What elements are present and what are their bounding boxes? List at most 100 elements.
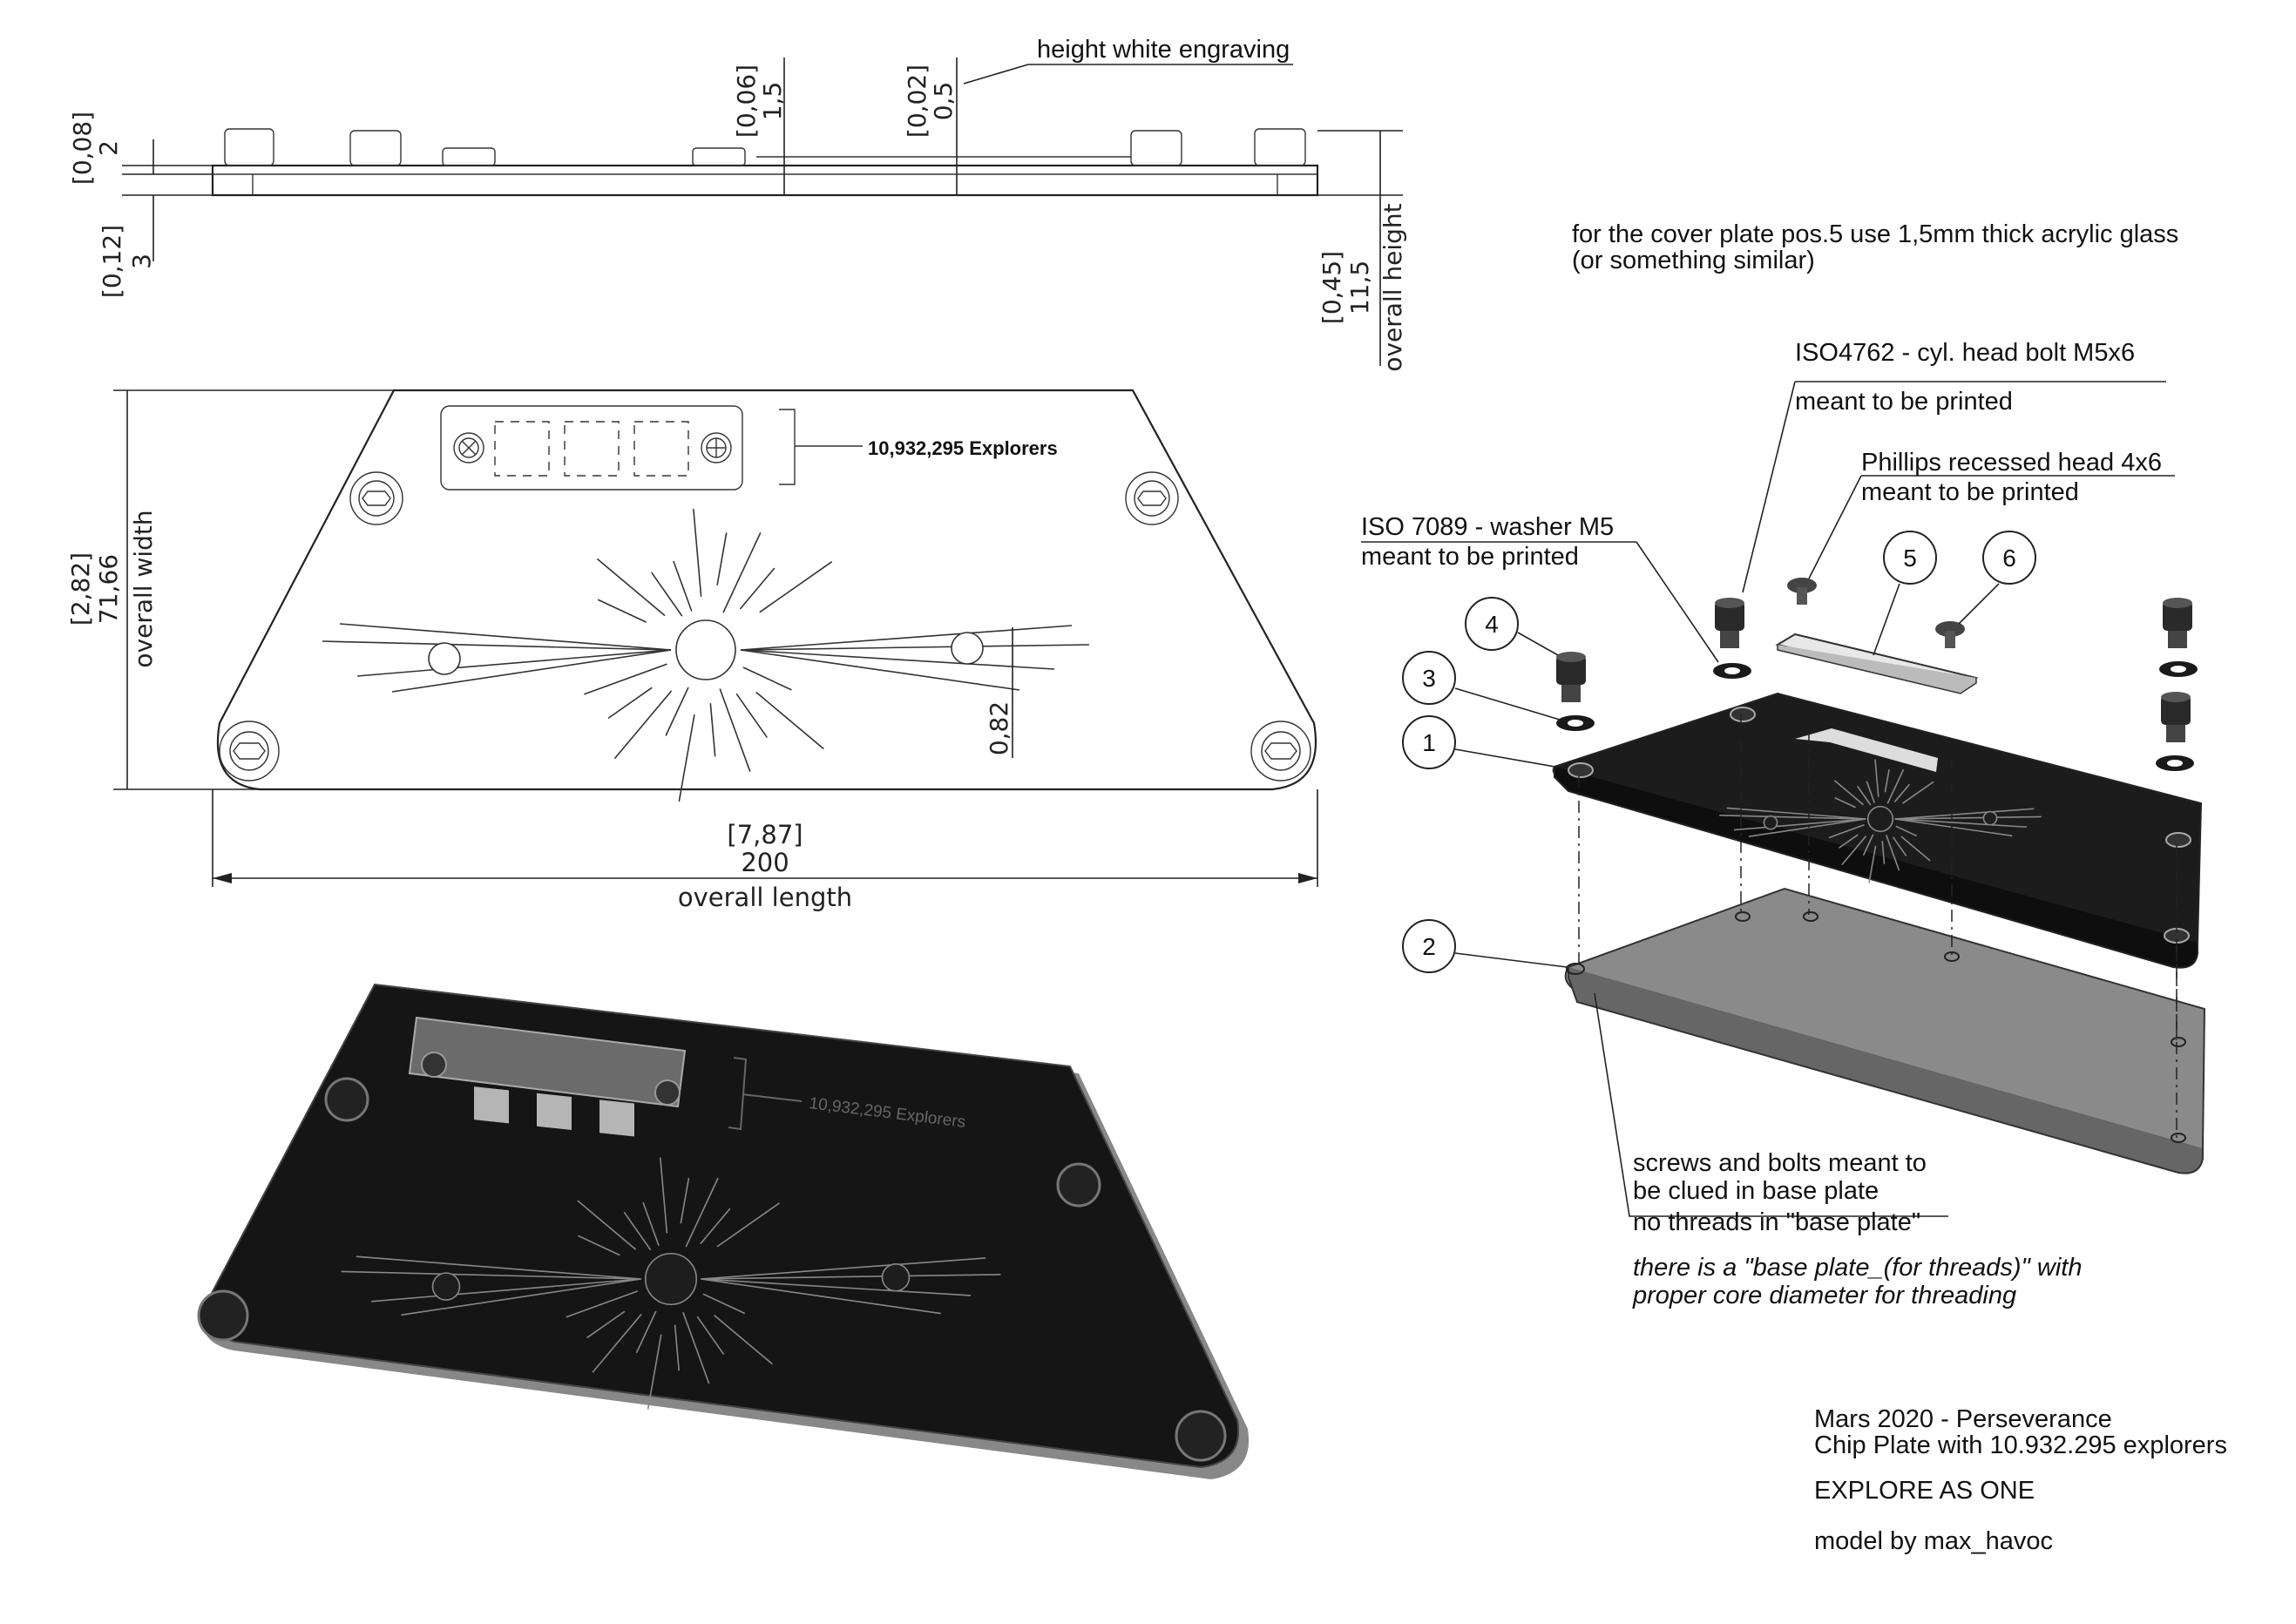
bolt-icon <box>1715 598 1744 648</box>
sun-center-circle <box>1866 805 1894 833</box>
note-phillips-1: Phillips recessed head 4x6 <box>1861 449 2162 477</box>
leader-phillips <box>1808 475 1862 579</box>
sun-long-ray <box>339 623 672 651</box>
sun-ray <box>660 1157 668 1234</box>
sun-long-ray <box>1894 818 2028 829</box>
exploded-chip-windows <box>1795 728 1938 772</box>
title-line-1: Mars 2020 - Perseverance <box>1814 1405 2112 1433</box>
dim-overall-length-mm: 200 <box>741 848 789 877</box>
balloon-5: 5 <box>1873 531 1937 656</box>
bolt-hole-icon <box>1250 721 1311 782</box>
sun-ray <box>716 532 728 585</box>
dim-overall-height-mm: 11,5 <box>1345 261 1374 315</box>
sun-ray <box>1886 768 1905 804</box>
sun-long-ray <box>370 1278 641 1303</box>
svg-text:2: 2 <box>1422 933 1436 960</box>
sun-engraving <box>322 508 1090 802</box>
sun-ray <box>1881 841 1886 864</box>
washer-icon <box>2159 661 2198 677</box>
sun-ray <box>1902 781 1934 804</box>
exploded-plate-holes <box>1566 707 2191 1143</box>
label-overall-length: overall length <box>678 883 852 912</box>
sun-long-ray <box>1894 815 2042 820</box>
sun-long-ray <box>391 649 672 693</box>
note-thread-1: there is a "base plate_(for threads)" wi… <box>1633 1254 2082 1282</box>
sun-ray <box>647 1334 662 1410</box>
sun-long-ray <box>1733 818 1866 831</box>
leader-bolt <box>1742 381 1796 593</box>
sun-long-ray <box>1748 818 1866 837</box>
iso-engraving-bracket-tail <box>742 1093 803 1102</box>
sun-ray <box>1868 845 1877 883</box>
sun-ray <box>678 714 695 802</box>
sun-long-ray <box>401 1278 641 1316</box>
note-glue-2: be clued in base plate <box>1633 1177 1879 1205</box>
sun-long-ray <box>701 1278 941 1315</box>
side-view: [0,08] 2 [0,12] 3 [0,06] 1,5 [0,02] 0,5 … <box>68 36 1407 372</box>
sun-long-ray <box>701 1274 1001 1280</box>
label-height-white-engraving: height white engraving <box>1037 36 1290 64</box>
exploded-base-plate-edge <box>1568 967 2204 1174</box>
iso-chip-3 <box>599 1100 634 1137</box>
sun-ray <box>1834 780 1864 806</box>
phillips-screw-icon <box>453 432 484 464</box>
sun-ray <box>716 1202 780 1248</box>
sun-ray <box>673 560 693 612</box>
washer-icon <box>1556 715 1595 731</box>
sun-long-ray <box>1726 807 1866 820</box>
side-screw-1 <box>442 147 496 166</box>
sun-ray <box>696 1316 724 1355</box>
dim-arrow <box>213 873 232 883</box>
sun-ray <box>682 1311 710 1384</box>
sun-ray <box>700 1208 731 1244</box>
balloon-1: 1 <box>1402 715 1555 769</box>
sun-ray <box>1893 783 1910 802</box>
sun-dot <box>1763 815 1778 830</box>
sun-long-ray <box>740 644 1090 651</box>
sun-ray <box>1834 797 1856 809</box>
bolt-head-icon <box>1175 1410 1227 1462</box>
bolt-icon <box>1556 652 1586 702</box>
chip-window-2 <box>564 421 620 477</box>
dim-line-gap-value: 0,82 <box>985 701 1013 755</box>
sun-ray <box>642 1201 660 1247</box>
assembly-axes <box>1578 714 2177 1138</box>
sun-long-ray <box>740 649 1020 691</box>
leader-washer <box>1636 541 1719 663</box>
sun-center-circle <box>675 619 736 680</box>
sun-ray <box>607 687 653 719</box>
sun-long-ray <box>1719 815 1866 820</box>
sun-ray <box>1893 836 1907 856</box>
svg-text:1: 1 <box>1422 729 1436 756</box>
sun-ray <box>1839 834 1859 849</box>
balloon-2: 2 <box>1402 919 1568 973</box>
sun-ray <box>742 667 792 691</box>
sun-ray <box>719 688 751 772</box>
sun-ray <box>614 690 672 759</box>
sun-ray <box>1866 781 1875 803</box>
dim-top-left-upper-mm: 2 <box>94 140 123 156</box>
iso-render: 10,932,295 Explorers <box>197 983 1250 1479</box>
bolt-icon <box>2161 692 2191 742</box>
sun-ray <box>1884 768 1890 793</box>
iso-sun-engraving <box>341 1157 1001 1410</box>
exploded-cover-plate-edge <box>1777 645 1977 694</box>
dim-engrave-depth-in: [0,06] <box>732 64 761 138</box>
sun-long-ray <box>701 1278 972 1296</box>
dim-white-height-in: [0,02] <box>903 64 931 138</box>
sun-long-ray <box>701 1257 986 1280</box>
sun-ray <box>651 572 683 617</box>
sun-long-ray <box>356 1255 641 1280</box>
top-plate-outline <box>216 389 1317 791</box>
sun-ray <box>740 567 775 610</box>
phillips-screw-icon <box>654 1079 681 1106</box>
sun-ray <box>735 693 768 738</box>
sun-ray <box>584 663 667 695</box>
iso-plate-top <box>205 983 1240 1469</box>
dim-overall-width-in: [2,82] <box>66 552 95 626</box>
exploded-view: for the cover plate pos.5 use 1,5mm thic… <box>1361 220 2206 1309</box>
svg-text:4: 4 <box>1485 611 1499 638</box>
sun-long-ray <box>740 649 1055 670</box>
sun-ray <box>635 1310 657 1353</box>
sun-ray <box>592 1314 642 1373</box>
